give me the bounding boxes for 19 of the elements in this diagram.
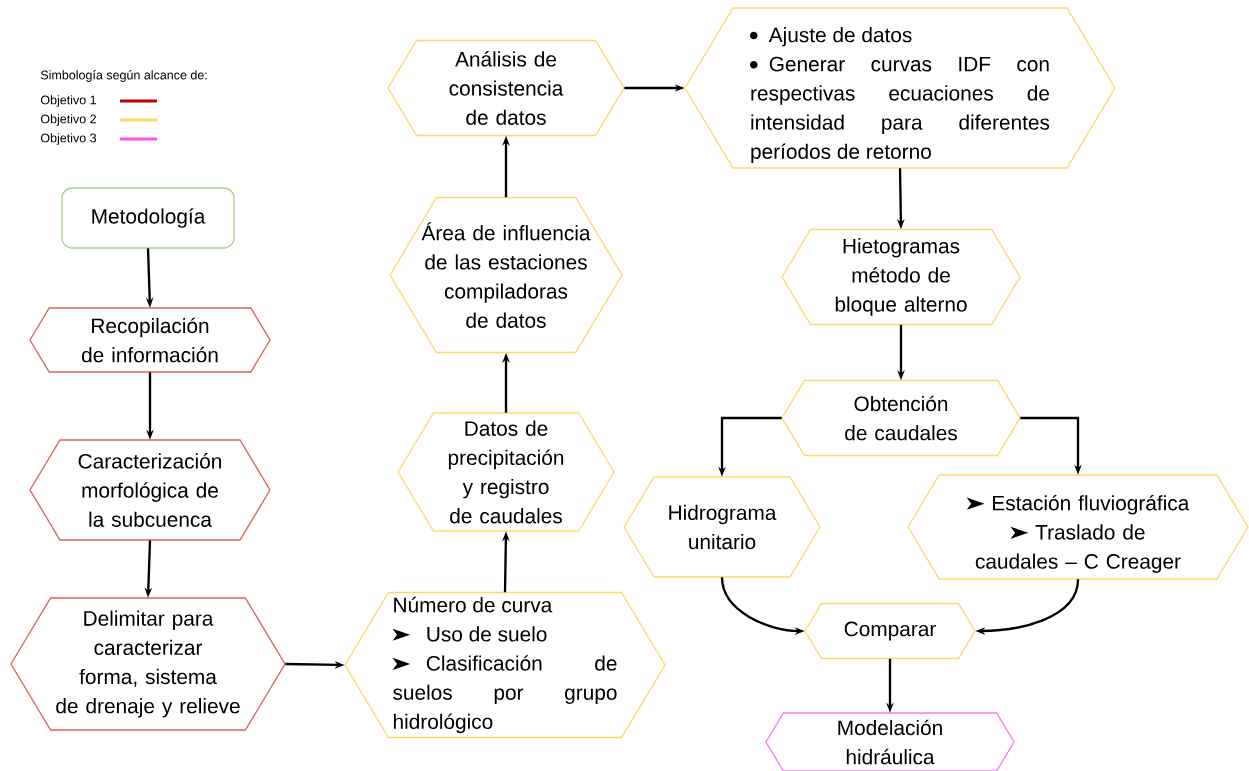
- legend-label: Objetivo 2: [40, 114, 96, 126]
- hexagon-box: Estación fluviográfica Traslado de caudales – C Creager: [907, 474, 1249, 580]
- legend-label: Objetivo 3: [40, 133, 97, 145]
- hexagon-box: Área de influencia de las estaciones compiladoras de datos: [389, 196, 623, 354]
- hexagon-box: Obtención de caudales: [781, 379, 1021, 457]
- hexagon-box: Modelación hidráulica: [765, 712, 1015, 771]
- hexagon-box: Ajuste de datos Generar curvas IDF con respectivas ecuaciones de intensidad para diferentes períodos de retorno: [684, 7, 1116, 169]
- hexagon-box: Hidrograma unitario: [623, 476, 821, 578]
- hexagon-box: Datos de precipitación y registro de caudales: [397, 412, 615, 532]
- hexagon-box: Comparar: [804, 602, 976, 660]
- hexagon-box: Delimitar para caracterizar forma, sistema de drenaje y relieve: [10, 597, 286, 731]
- hexagon-box: Recopilación de información: [29, 307, 271, 373]
- hexagon-box: Caracterización morfológica de la subcuenca: [29, 439, 271, 541]
- hexagon-box: Número de curva Uso de suelo Clasificación de suelos por grupo hidrológico: [344, 591, 666, 739]
- hexagon-box: Análisis de consistencia de datos: [387, 39, 625, 137]
- legend-title: Simbología según alcance de:: [40, 70, 207, 82]
- hexagon-box: Hietogramas método de bloque alterno: [781, 228, 1021, 326]
- legend-label: Objetivo 1: [40, 95, 96, 107]
- start-box: Metodología: [61, 187, 235, 249]
